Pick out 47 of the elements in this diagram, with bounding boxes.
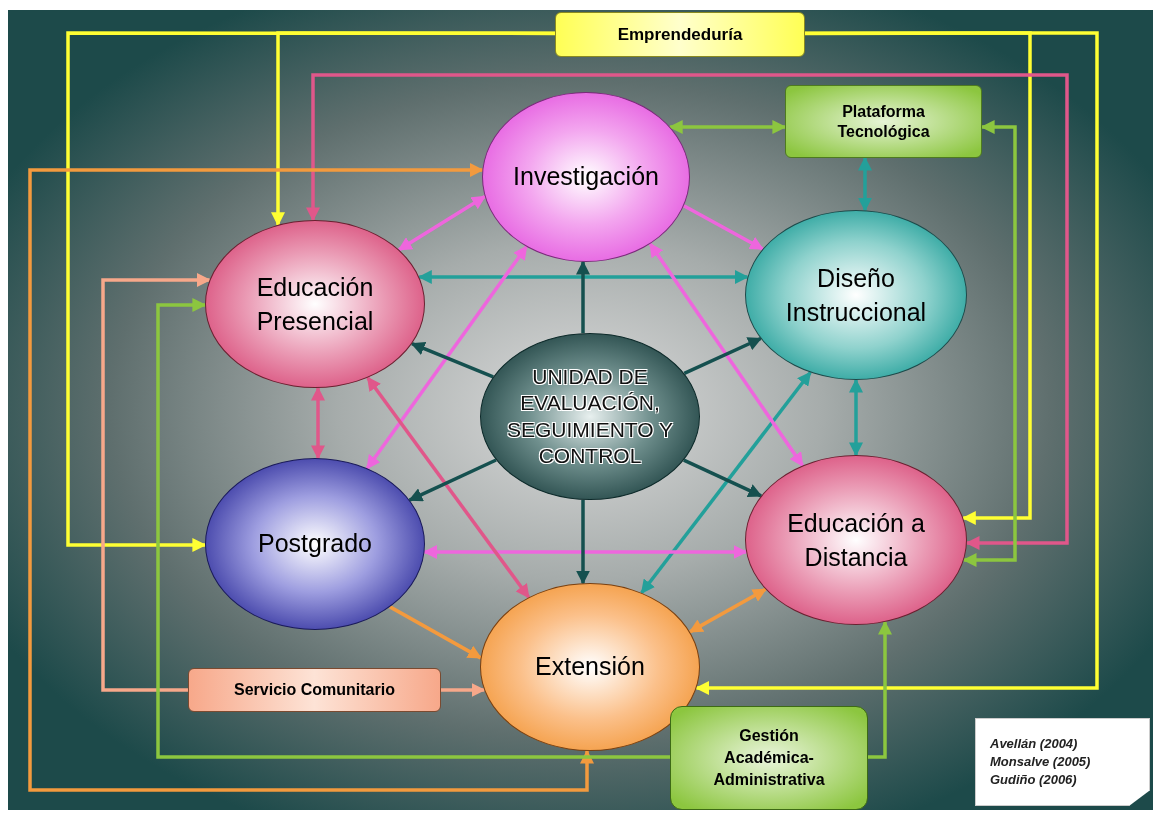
- node-label: Extensión: [535, 651, 645, 683]
- arrow: [648, 242, 804, 467]
- arrow: [576, 260, 590, 334]
- node-label: Servicio Comunitario: [234, 680, 395, 700]
- arrow: [688, 587, 767, 634]
- arrow: [389, 605, 482, 660]
- arrow: [306, 73, 1069, 550]
- arrow: [640, 371, 812, 594]
- arrow: [410, 342, 494, 379]
- arrow: [366, 376, 531, 599]
- arrow: [858, 156, 872, 212]
- node-label: Gudiño (2006): [990, 770, 1077, 789]
- arrow: [271, 31, 555, 227]
- rounded-box: [188, 668, 441, 712]
- arrow: [668, 120, 787, 134]
- rounded-box: [670, 706, 868, 810]
- arrow: [962, 120, 1017, 567]
- arrow: [683, 336, 762, 375]
- arrow: [365, 245, 528, 470]
- node-label: UNIDAD DE EVALUACIÓN, SEGUIMIENTO Y CONTROL: [505, 364, 675, 469]
- arrow: [101, 273, 211, 692]
- node-label: Investigación: [513, 161, 659, 193]
- arrow: [423, 545, 748, 559]
- node-label: Postgrado: [258, 528, 372, 560]
- rounded-box: [555, 12, 805, 57]
- arrow: [695, 31, 1099, 695]
- node-label: Plataforma Tecnológica: [836, 101, 931, 142]
- node-label: Gestión Académica-Administrativa: [712, 726, 826, 790]
- arrow: [576, 499, 590, 585]
- arrow: [682, 204, 764, 251]
- node-label: Educación Presencial: [255, 271, 375, 337]
- note-card: [975, 718, 1150, 806]
- node-label: Monsalve (2005): [990, 753, 1091, 771]
- arrow: [441, 683, 486, 697]
- arrow: [28, 163, 594, 792]
- arrow: [156, 298, 670, 759]
- node-label: Diseño Instruccional: [784, 262, 928, 328]
- node-label: Educación a Distancia: [786, 507, 926, 573]
- arrow: [849, 378, 863, 457]
- arrow: [397, 195, 486, 252]
- node-label: Emprendeduría: [617, 23, 743, 46]
- arrow: [683, 458, 763, 498]
- rounded-box: [785, 85, 982, 158]
- arrow: [311, 386, 325, 460]
- arrow: [408, 458, 497, 502]
- node-label: Avellán (2004): [990, 735, 1078, 754]
- arrow: [868, 620, 892, 759]
